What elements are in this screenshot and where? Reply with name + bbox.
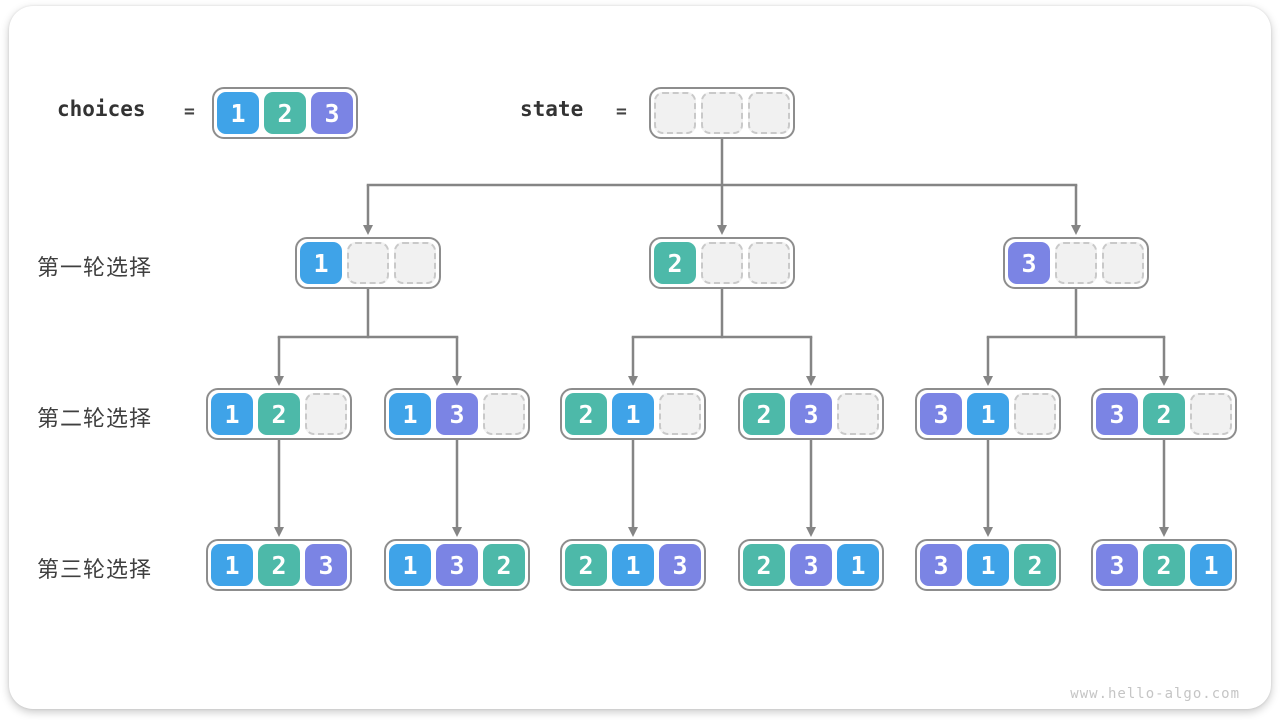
value-cell-2: 2 bbox=[743, 544, 785, 586]
value-cell-3: 3 bbox=[790, 544, 832, 586]
choices-label: choices bbox=[57, 97, 146, 121]
node-level1-1: 1 bbox=[295, 237, 441, 289]
value-cell-1: 1 bbox=[967, 393, 1009, 435]
value-cell-1: 1 bbox=[612, 393, 654, 435]
value-cell-3: 3 bbox=[920, 544, 962, 586]
state-equals-sign: = bbox=[616, 101, 627, 122]
state-label: state bbox=[520, 97, 584, 121]
empty-slot bbox=[659, 393, 701, 435]
empty-slot bbox=[748, 242, 790, 284]
value-cell-1: 1 bbox=[211, 544, 253, 586]
value-cell-2: 2 bbox=[654, 242, 696, 284]
value-cell-1: 1 bbox=[211, 393, 253, 435]
value-cell-1: 1 bbox=[217, 92, 259, 134]
value-cell-3: 3 bbox=[1008, 242, 1050, 284]
empty-slot bbox=[1055, 242, 1097, 284]
empty-slot bbox=[748, 92, 790, 134]
round-3-label: 第三轮选择 bbox=[37, 558, 153, 583]
state-array bbox=[649, 87, 795, 139]
empty-slot bbox=[347, 242, 389, 284]
empty-slot bbox=[1190, 393, 1232, 435]
value-cell-1: 1 bbox=[612, 544, 654, 586]
value-cell-3: 3 bbox=[436, 544, 478, 586]
value-cell-3: 3 bbox=[305, 544, 347, 586]
value-cell-1: 1 bbox=[389, 544, 431, 586]
value-cell-2: 2 bbox=[258, 393, 300, 435]
choices-equals-sign: = bbox=[184, 101, 195, 122]
value-cell-3: 3 bbox=[436, 393, 478, 435]
value-cell-2: 2 bbox=[1143, 544, 1185, 586]
watermark: www.hello-algo.com bbox=[1070, 686, 1240, 702]
empty-slot bbox=[305, 393, 347, 435]
round-1-label: 第一轮选择 bbox=[37, 256, 153, 281]
value-cell-2: 2 bbox=[565, 544, 607, 586]
empty-slot bbox=[654, 92, 696, 134]
node-level1-3: 3 bbox=[1003, 237, 1149, 289]
empty-slot bbox=[837, 393, 879, 435]
value-cell-1: 1 bbox=[1190, 544, 1232, 586]
empty-slot bbox=[483, 393, 525, 435]
empty-slot bbox=[1102, 242, 1144, 284]
value-cell-1: 1 bbox=[300, 242, 342, 284]
empty-slot bbox=[1014, 393, 1056, 435]
value-cell-2: 2 bbox=[483, 544, 525, 586]
value-cell-3: 3 bbox=[311, 92, 353, 134]
value-cell-1: 1 bbox=[967, 544, 1009, 586]
empty-slot bbox=[394, 242, 436, 284]
node-level1-2: 2 bbox=[649, 237, 795, 289]
round-2-label: 第二轮选择 bbox=[37, 407, 153, 432]
value-cell-2: 2 bbox=[1143, 393, 1185, 435]
value-cell-3: 3 bbox=[659, 544, 701, 586]
value-cell-1: 1 bbox=[837, 544, 879, 586]
value-cell-2: 2 bbox=[1014, 544, 1056, 586]
value-cell-2: 2 bbox=[565, 393, 607, 435]
value-cell-3: 3 bbox=[1096, 393, 1138, 435]
empty-slot bbox=[701, 92, 743, 134]
value-cell-2: 2 bbox=[264, 92, 306, 134]
value-cell-3: 3 bbox=[790, 393, 832, 435]
value-cell-3: 3 bbox=[1096, 544, 1138, 586]
value-cell-2: 2 bbox=[743, 393, 785, 435]
value-cell-2: 2 bbox=[258, 544, 300, 586]
value-cell-1: 1 bbox=[389, 393, 431, 435]
empty-slot bbox=[701, 242, 743, 284]
value-cell-3: 3 bbox=[920, 393, 962, 435]
